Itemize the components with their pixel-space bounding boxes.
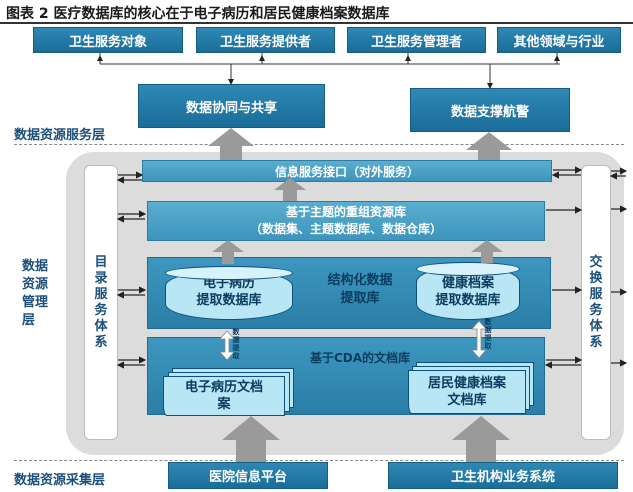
exchange-service-system: 交 换 服 务 体 系	[581, 165, 611, 440]
management-layer-label: 数据 资源 管理 层	[22, 259, 49, 328]
data-collab-share-box: 数据协同与共享	[138, 84, 325, 128]
extraction-arrows	[219, 320, 487, 361]
top-box-other-fields: 其他领域与行业	[497, 27, 621, 53]
right-side-arrows	[544, 166, 628, 369]
data-support-box: 数据支撑航警	[410, 88, 570, 132]
reorg-title: 基于主题的重组资源库	[285, 205, 406, 219]
service-layer-label: 数据资源服务层	[14, 128, 106, 143]
left-side-arrows	[116, 171, 147, 369]
health-db-top	[416, 262, 520, 276]
directory-service-system: 目 录 服 务 体 系	[84, 165, 118, 440]
cda-library-title: 基于CDA的文档库	[309, 351, 411, 365]
collection-layer-divider	[14, 460, 624, 461]
structured-extraction-title: 结构化数据 提取库	[327, 273, 393, 306]
hospital-info-platform: 医院信息平台	[168, 462, 328, 489]
data-extract-label-left: 数 据 提 取	[232, 328, 240, 360]
data-extract-label-right: 数 据 提 取	[484, 318, 492, 350]
info-service-interface: 信息服务接口（对外服务）	[142, 160, 552, 182]
collection-layer-label: 数据资源采集层	[14, 473, 106, 488]
health-org-business-system: 卫生机构业务系统	[388, 462, 618, 489]
emr-db-top	[165, 266, 293, 280]
top-connector-bus	[97, 53, 560, 89]
title-rule	[0, 22, 633, 24]
top-box-service-provider: 卫生服务提供者	[196, 27, 335, 53]
figure-title: 图表 2 医疗数据库的核心在于电子病历和居民健康档案数据库	[6, 6, 390, 22]
emr-document-archive: 电子病历文档 案	[163, 376, 285, 416]
top-box-service-object: 卫生服务对象	[33, 27, 183, 53]
service-layer-divider	[14, 144, 624, 145]
health-record-document-library: 居民健康档案 文档库	[408, 370, 526, 414]
topic-reorg-repository: 基于主题的重组资源库 （数据集、主题数据库、数据仓库）	[147, 201, 545, 241]
top-box-service-manager: 卫生服务管理者	[347, 27, 486, 53]
reorg-subtitle: （数据集、主题数据库、数据仓库）	[249, 222, 442, 236]
gray-up-arrows	[208, 128, 512, 462]
